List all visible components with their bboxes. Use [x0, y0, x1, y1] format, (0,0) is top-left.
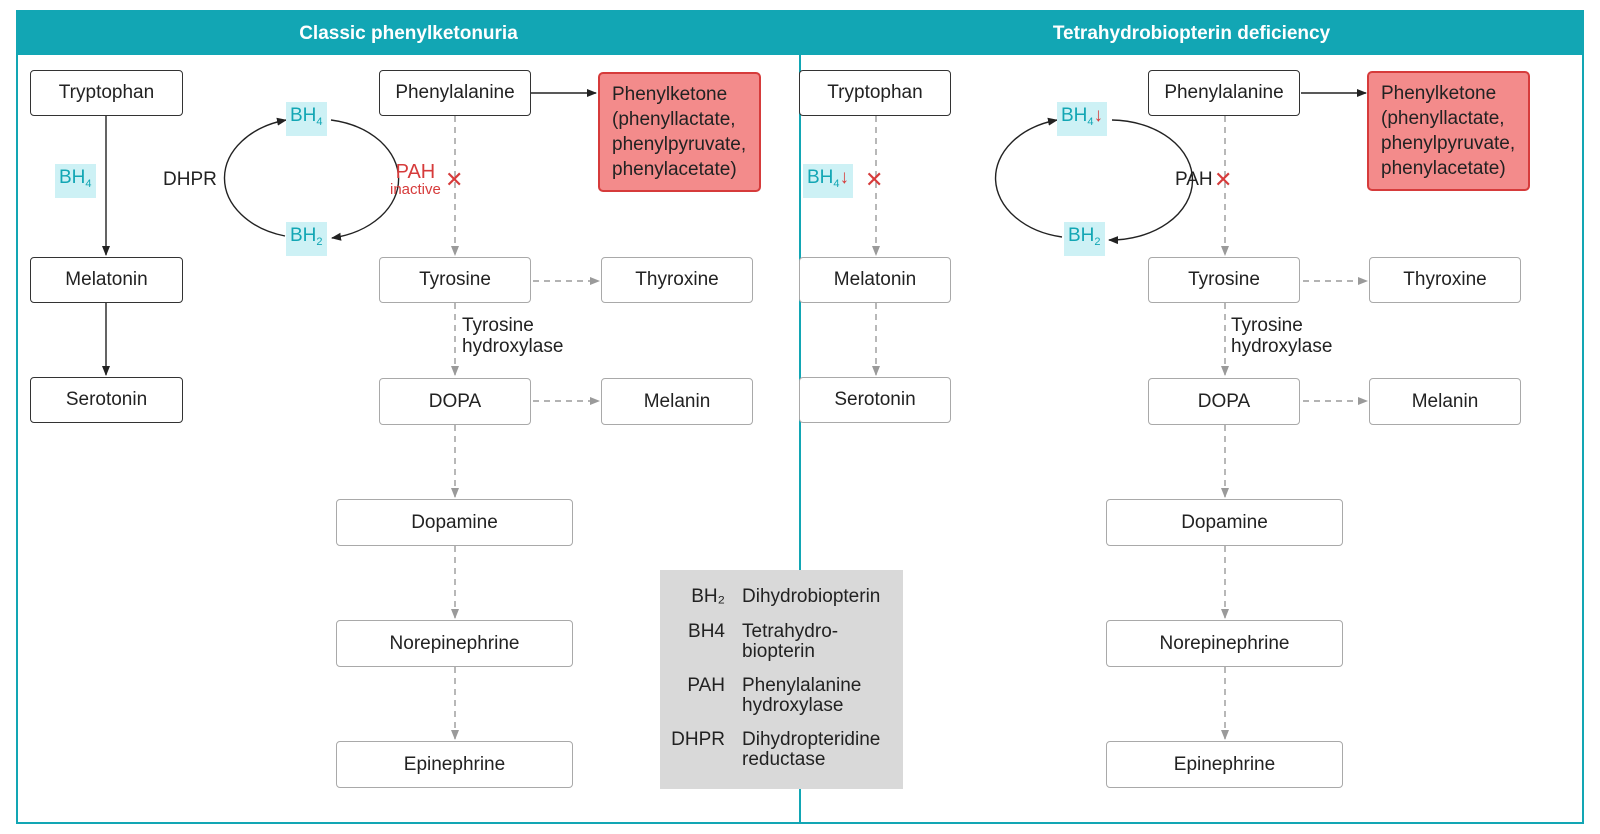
box-serotonin: Serotonin — [799, 377, 951, 423]
box-tyrosine: Tyrosine — [1148, 257, 1300, 303]
tag-bh4-decreased-side: BH4↓ — [803, 164, 854, 198]
legend-box: BH₂ Dihydrobiopterin BH4 Tetrahydro- bio… — [660, 570, 903, 789]
legend-definition: Dihydrobiopterin — [742, 586, 881, 607]
label-tyrosine-hydroxylase: Tyrosine hydroxylase — [1231, 315, 1333, 357]
box-thyroxine: Thyroxine — [1369, 257, 1521, 303]
box-phenylketone: Phenylketone (phenyllactate, phenylpyruv… — [1367, 71, 1530, 191]
left-arrows — [102, 89, 600, 740]
down-arrow-icon: ↓ — [839, 167, 850, 188]
panel-classic-pku: Classic phenylketonuria — [16, 10, 801, 824]
legend-abbr: BH4 — [688, 621, 725, 642]
cross-icon: ✕ — [1214, 167, 1233, 192]
box-dopa: DOPA — [1148, 378, 1300, 425]
box-phenylalanine: Phenylalanine — [379, 70, 531, 116]
box-dopamine: Dopamine — [336, 499, 573, 546]
box-dopa: DOPA — [379, 378, 531, 425]
box-thyroxine: Thyroxine — [601, 257, 753, 303]
tag-bh2: BH2 — [286, 222, 327, 256]
box-melanin: Melanin — [1369, 378, 1521, 425]
panel-title: Tetrahydrobiopterin deficiency — [801, 12, 1582, 55]
box-serotonin: Serotonin — [30, 377, 183, 423]
legend-definition: Dihydropteridine reductase — [742, 729, 881, 770]
tag-bh4-decreased: BH4↓ — [1057, 102, 1108, 136]
legend-definition: Phenylalanine hydroxylase — [742, 675, 862, 716]
panel-bh4-deficiency: Tetrahydrobiopterin deficiency — [799, 10, 1584, 824]
box-tyrosine: Tyrosine — [379, 257, 531, 303]
cross-icon: ✕ — [865, 167, 884, 192]
label-dhpr: DHPR — [163, 169, 217, 190]
panel-title: Classic phenylketonuria — [18, 12, 799, 55]
right-arrows — [872, 89, 1368, 740]
legend-abbr: BH₂ — [691, 586, 725, 607]
box-epinephrine: Epinephrine — [1106, 741, 1343, 788]
box-tryptophan: Tryptophan — [799, 70, 951, 116]
box-melatonin: Melatonin — [30, 257, 183, 303]
tag-bh4: BH4 — [286, 102, 327, 136]
box-norepinephrine: Norepinephrine — [336, 620, 573, 667]
box-phenylalanine: Phenylalanine — [1148, 70, 1300, 116]
tag-bh2: BH2 — [1064, 222, 1105, 256]
down-arrow-icon: ↓ — [1093, 105, 1104, 126]
box-tryptophan: Tryptophan — [30, 70, 183, 116]
box-melanin: Melanin — [601, 378, 753, 425]
box-phenylketone: Phenylketone (phenyllactate, phenylpyruv… — [598, 72, 761, 192]
box-epinephrine: Epinephrine — [336, 741, 573, 788]
box-dopamine: Dopamine — [1106, 499, 1343, 546]
legend-definition: Tetrahydro- biopterin — [742, 621, 839, 662]
label-tyrosine-hydroxylase: Tyrosine hydroxylase — [462, 315, 564, 357]
legend-abbr: DHPR — [671, 729, 725, 750]
cross-icon: ✕ — [445, 167, 464, 192]
label-pah: PAH — [1175, 169, 1213, 190]
box-melatonin: Melatonin — [799, 257, 951, 303]
tag-bh4-side: BH4 — [55, 164, 96, 198]
legend-abbr: PAH — [687, 675, 725, 696]
box-norepinephrine: Norepinephrine — [1106, 620, 1343, 667]
